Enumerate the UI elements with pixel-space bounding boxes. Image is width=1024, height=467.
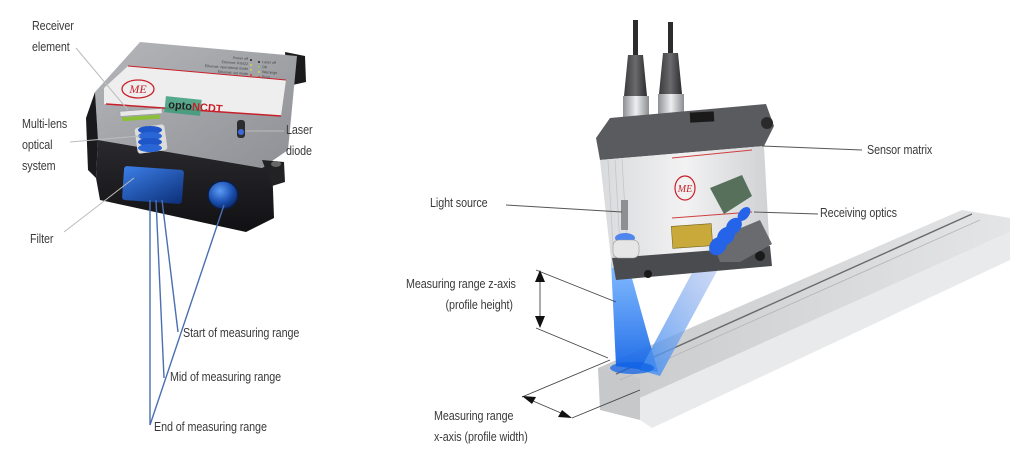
label-laser-diode: Laser diode [286, 123, 313, 158]
label-receiving-optics: Receiving optics [820, 206, 897, 220]
svg-text:Power off: Power off [233, 56, 248, 61]
svg-text:ME: ME [677, 184, 692, 195]
brand-logo-left: ME [121, 79, 155, 99]
svg-text:Ethernet: RS422: Ethernet: RS422 [221, 60, 248, 66]
scanner-top-cap [596, 104, 774, 160]
mounting-lug-front [262, 160, 285, 186]
beam-laser-emission [149, 204, 225, 426]
label-receiver-element: Receiver element [32, 19, 74, 54]
measurement-object-rail [598, 210, 1010, 428]
label-mid-of-measuring-range: Mid of measuring range [170, 370, 282, 384]
svg-text:ME: ME [128, 82, 147, 96]
leader-lines-left [63, 47, 284, 233]
label-z-axis-measuring-range: Measuring range z-axis (profile height) [406, 277, 516, 312]
filter-window [122, 166, 184, 204]
receiving-lens-stack [709, 207, 751, 256]
sensor-front-face [96, 140, 274, 232]
svg-text:Ethernet: set mode: Ethernet: set mode [218, 70, 249, 76]
label-x-axis-measuring-range: Measuring range x-axis (profile width) [434, 409, 528, 444]
x-arrow-right [558, 410, 572, 418]
z-arrow-down [535, 316, 545, 328]
brand-logo-right: ME [674, 175, 696, 201]
profile-scanner-device: ME [596, 20, 774, 280]
label-filter: Filter [30, 232, 54, 246]
receiver-element [119, 108, 163, 117]
status-leds: Power off Ethernet: RS422 Ethernet: oper… [205, 56, 278, 80]
laser-lens [207, 180, 239, 210]
sensor-left-side [86, 92, 98, 178]
light-source [621, 200, 628, 230]
cable-1 [633, 20, 638, 55]
laser-warning-label [670, 223, 714, 249]
svg-text:Ethernet: operational mode: Ethernet: operational mode [205, 64, 249, 71]
x-arrow-left [522, 396, 536, 404]
label-multi-lens-optical-system: Multi-lens optical system [22, 117, 68, 173]
product-name: optoNCDT [168, 99, 223, 116]
label-sensor-matrix: Sensor matrix [867, 143, 933, 157]
sensor-matrix-chip [710, 175, 752, 214]
z-arrow-up [535, 270, 545, 282]
label-light-source: Light source [430, 196, 488, 210]
cable-2 [668, 22, 673, 55]
leader-lines-right [505, 145, 863, 215]
multi-lens-optics [134, 124, 168, 154]
z-axis-dimension [535, 269, 617, 359]
svg-text:Warnings: Warnings [262, 70, 277, 75]
light-source-housing [612, 239, 640, 259]
laser-fan [611, 262, 658, 372]
sensor-label-strip [104, 66, 286, 116]
reflected-light [640, 258, 722, 376]
receiving-optics-housing [712, 220, 772, 262]
label-start-of-measuring-range: Start of measuring range [183, 326, 300, 340]
point-sensor-beams [149, 199, 225, 426]
svg-text:Laser off: Laser off [262, 60, 276, 65]
point-sensor-device: ME optoNCDT Power off Ethernet: RS422 Et… [86, 42, 306, 232]
sensor-pcb [164, 96, 202, 116]
svg-text:OK: OK [262, 65, 268, 69]
label-end-of-measuring-range: End of measuring range [154, 420, 267, 434]
svg-text:Error: Error [262, 75, 271, 80]
